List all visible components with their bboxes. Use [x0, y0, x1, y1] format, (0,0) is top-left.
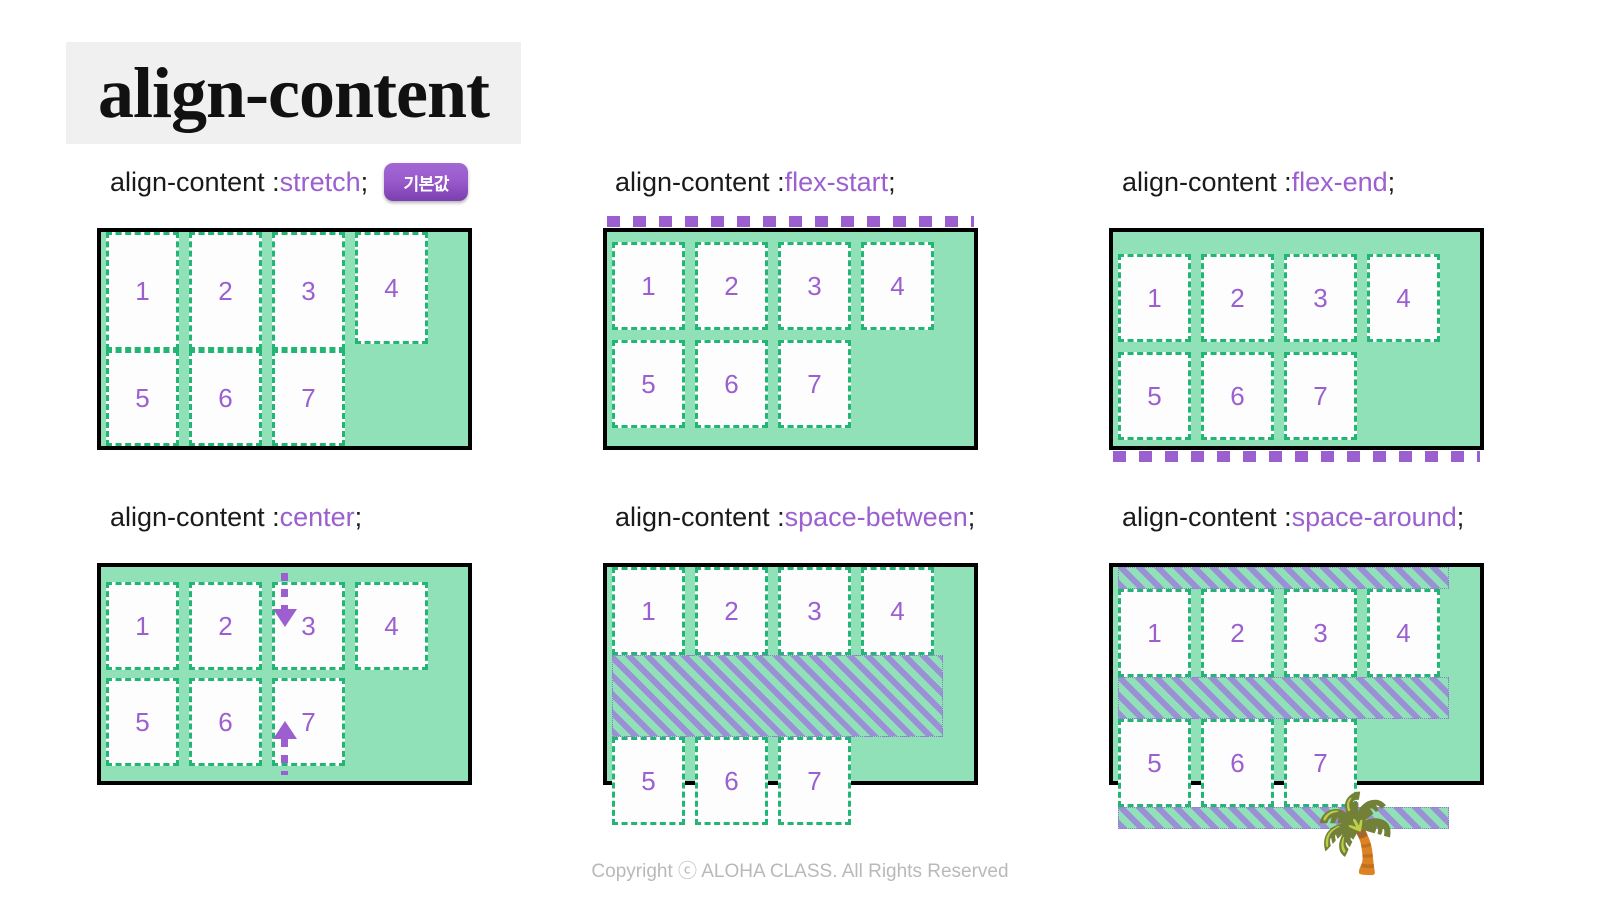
default-value-badge: 기본값	[384, 163, 469, 201]
flex-item: 5	[612, 340, 685, 428]
property-value-space-around: space-around	[1291, 501, 1457, 532]
flex-item: 6	[1201, 352, 1274, 440]
flex-container-center: 1 2 3 4 5 6 7	[97, 563, 472, 785]
property-value-flex-start: flex-start	[784, 166, 889, 197]
spacing-gap-middle	[1113, 677, 1480, 719]
flex-item: 6	[189, 350, 262, 446]
panel-label-space-between: align-content : space-between;	[615, 497, 975, 537]
flex-item: 4	[355, 232, 428, 344]
flex-item: 3	[1284, 589, 1357, 677]
semicolon-space-between: ;	[967, 501, 976, 532]
align-marker-bar-bottom	[1113, 451, 1480, 462]
flex-item: 2	[1201, 254, 1274, 342]
flex-container-stretch: 1 2 3 4 5 6 7	[97, 228, 472, 450]
flex-item: 7	[1284, 719, 1357, 807]
flex-item: 1	[1118, 589, 1191, 677]
panel-label-flex-end: align-content : flex-end;	[1122, 162, 1395, 202]
flex-item: 6	[189, 678, 262, 766]
semicolon-space-around: ;	[1456, 501, 1465, 532]
flex-container-flex-start: 1 2 3 4 5 6 7	[603, 216, 978, 450]
flex-container-space-around: 1 2 3 4 5 6 7	[1109, 563, 1484, 829]
panel-center: align-content : center;	[110, 497, 362, 537]
flex-item: 2	[695, 567, 768, 655]
flex-item: 1	[106, 232, 179, 350]
flex-item: 7	[272, 350, 345, 446]
flex-item: 3	[778, 242, 851, 330]
property-name-space-between: align-content :	[615, 501, 785, 532]
panel-flex-start: align-content : flex-start;	[615, 162, 896, 202]
hatch-band	[1118, 807, 1449, 829]
flex-item: 3	[272, 232, 345, 350]
semicolon-stretch: ;	[360, 166, 369, 197]
flex-item: 5	[106, 678, 179, 766]
flex-item: 2	[189, 582, 262, 670]
flex-item: 2	[1201, 589, 1274, 677]
panel-label-stretch: align-content : stretch; 기본값	[110, 162, 469, 202]
property-name-flex-start: align-content :	[615, 166, 785, 197]
flex-item: 4	[355, 582, 428, 670]
align-marker-bar-top	[607, 216, 974, 227]
property-name-space-around: align-content :	[1122, 501, 1292, 532]
hatch-band	[1118, 677, 1449, 719]
flex-item: 4	[1367, 589, 1440, 677]
panel-label-center: align-content : center;	[110, 497, 362, 537]
property-value-space-between: space-between	[784, 501, 968, 532]
panel-label-flex-start: align-content : flex-start;	[615, 162, 896, 202]
panel-stretch: align-content : stretch; 기본값	[110, 162, 469, 202]
flex-item: 4	[861, 242, 934, 330]
palm-tree-icon: 🌴	[1308, 791, 1403, 876]
flex-item: 5	[1118, 719, 1191, 807]
spacing-gap-bottom	[1113, 807, 1480, 829]
property-value-flex-end: flex-end	[1291, 166, 1388, 197]
flex-item: 1	[1118, 254, 1191, 342]
flex-item: 7	[1284, 352, 1357, 440]
flex-item: 1	[612, 242, 685, 330]
property-value-stretch: stretch	[279, 166, 361, 197]
flex-item: 4	[1367, 254, 1440, 342]
page-title-block: align-content	[66, 42, 521, 144]
hatch-band	[1118, 567, 1449, 589]
property-value-center: center	[279, 501, 355, 532]
property-name-stretch: align-content :	[110, 166, 280, 197]
page-title: align-content	[98, 53, 490, 133]
semicolon-flex-start: ;	[888, 166, 896, 197]
flex-item: 6	[695, 340, 768, 428]
flex-item: 5	[1118, 352, 1191, 440]
flex-container-flex-end: 1 2 3 4 5 6 7	[1109, 228, 1484, 462]
semicolon-center: ;	[354, 501, 363, 532]
flex-item: 5	[106, 350, 179, 446]
hatch-band	[612, 655, 943, 737]
flex-container-space-between: 1 2 3 4 5 6 7	[603, 563, 978, 825]
flex-item: 2	[695, 242, 768, 330]
property-name-center: align-content :	[110, 501, 280, 532]
flex-item: 4	[861, 567, 934, 655]
flex-item: 5	[612, 737, 685, 825]
semicolon-flex-end: ;	[1387, 166, 1396, 197]
flex-item: 3	[1284, 254, 1357, 342]
panel-flex-end: align-content : flex-end;	[1122, 162, 1395, 202]
footer-copyright: Copyright ⓒ ALOHA CLASS. All Rights Rese…	[591, 861, 1009, 882]
flex-item: 3	[272, 582, 345, 670]
spacing-gap-top	[1113, 567, 1480, 589]
panel-space-between: align-content : space-between;	[615, 497, 975, 537]
flex-item: 7	[778, 340, 851, 428]
flex-item: 7	[272, 678, 345, 766]
flex-item: 1	[612, 567, 685, 655]
flex-item: 2	[189, 232, 262, 350]
property-name-flex-end: align-content :	[1122, 166, 1292, 197]
flex-item: 1	[106, 582, 179, 670]
flex-item: 6	[1201, 719, 1274, 807]
flex-item: 7	[778, 737, 851, 825]
panel-space-around: align-content : space-around;	[1122, 497, 1464, 537]
spacing-gap-middle	[607, 655, 974, 737]
flex-item: 6	[695, 737, 768, 825]
flex-item: 3	[778, 567, 851, 655]
panel-label-space-around: align-content : space-around;	[1122, 497, 1464, 537]
